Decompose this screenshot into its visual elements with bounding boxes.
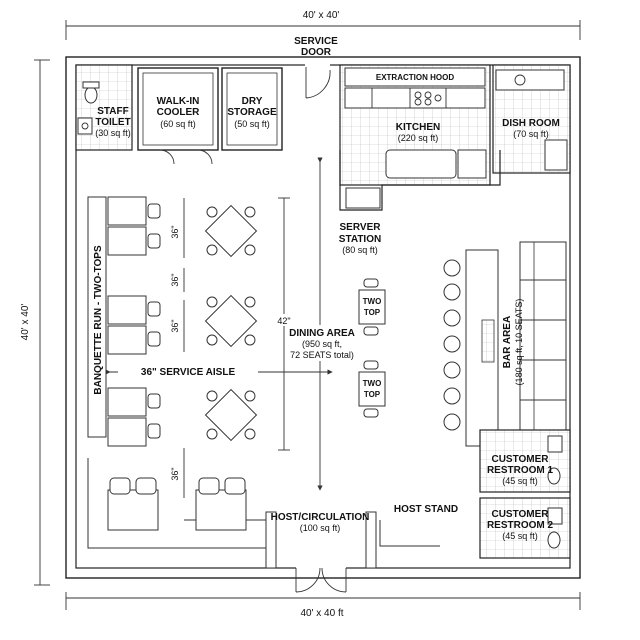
service-door: SERVICE DOOR [294, 36, 338, 99]
kitchen-name: KITCHEN [396, 122, 440, 133]
prep-counter [385, 149, 457, 179]
burner-icon [414, 91, 422, 99]
table-gap-dimensions: 36" 36" 36" 36" [170, 198, 185, 498]
cook-line [344, 87, 486, 109]
sink-icon [514, 74, 526, 86]
host-stand-label: HOST STAND [394, 504, 458, 515]
dimension-top: 40' x 40' [65, 8, 581, 40]
service-door-name1: SERVICE [294, 36, 338, 47]
dimension-top-label: 40' x 40' [303, 10, 340, 21]
dish-room: DISH ROOM (70 sq ft) [492, 64, 571, 174]
dining-area: DINING AREA (950 sq ft, 72 SEATS total) [288, 157, 356, 491]
server-station-name2: STATION [339, 234, 381, 245]
customer-restroom-2: CUSTOMER RESTROOM 2 (45 sq ft) [479, 497, 571, 559]
server-station-name1: SERVER [340, 222, 382, 233]
banquette-run: BANQUETTE RUN - TWO-TOPS [87, 196, 161, 447]
dry-storage: DRY STORAGE (50 sq ft) [197, 67, 283, 165]
dish-room-name: DISH ROOM [502, 118, 560, 129]
walk-in-cooler-area: (60 sq ft) [160, 119, 196, 129]
four-top-table-3 [204, 388, 258, 442]
service-aisle: 36" SERVICE AISLE [105, 365, 333, 378]
restroom-1-area: (45 sq ft) [502, 476, 538, 486]
two-top-table-1: TWO TOP [358, 278, 386, 336]
toilet-icon [84, 86, 98, 104]
dry-storage-name1: DRY [242, 96, 263, 107]
two-top-2-line2: TOP [364, 390, 381, 399]
banquette-chairs [147, 203, 161, 439]
extraction-hood [344, 67, 486, 87]
host-stand: HOST STAND [379, 504, 458, 547]
staff-toilet-name2: TOILET [95, 117, 130, 128]
restroom-2-name1: CUSTOMER [491, 509, 549, 520]
two-top-1-line1: TWO [363, 297, 382, 306]
bar-area: BAR AREA (180 sq ft, 10 SEATS) [443, 241, 567, 447]
gap-dim-4: 36" [170, 467, 180, 480]
toilet-icon [547, 467, 561, 485]
walk-in-cooler-name1: WALK-IN [157, 96, 200, 107]
bar-area-area: (180 sq ft, 10 SEATS) [514, 299, 524, 386]
two-top-2-line1: TWO [363, 379, 382, 388]
kitchen-area: (220 sq ft) [398, 133, 439, 143]
server-counter [345, 187, 381, 209]
sink-icon [547, 507, 563, 525]
dimension-left-label: 40' x 40' [20, 304, 31, 341]
chair [109, 477, 131, 495]
storage-door [197, 149, 213, 165]
restroom-2-name2: RESTROOM 2 [487, 520, 554, 531]
dry-storage-name2: STORAGE [227, 107, 277, 118]
dining-area-area2: 72 SEATS total) [290, 350, 354, 360]
toilet-icon [547, 531, 561, 549]
service-aisle-label: 36" SERVICE AISLE [141, 367, 236, 378]
restroom-1-name2: RESTROOM 1 [487, 465, 554, 476]
sink-icon [547, 435, 563, 453]
dining-area-name: DINING AREA [289, 328, 355, 339]
dimension-bottom-label: 40' x 40 ft [300, 608, 343, 619]
staff-toilet-name1: STAFF [97, 106, 128, 117]
two-top-1-line2: TOP [364, 308, 381, 317]
host-circulation-name: HOST/CIRCULATION [271, 512, 370, 523]
walk-in-cooler: WALK-IN COOLER (60 sq ft) [137, 67, 219, 165]
gap-dim-3: 36" [170, 319, 180, 332]
extraction-hood-label: EXTRACTION HOOD [376, 73, 454, 82]
dish-room-area: (70 sq ft) [513, 129, 549, 139]
kitchen: EXTRACTION HOOD KITCHEN (220 sq ft) [339, 64, 491, 186]
dish-machine [495, 69, 565, 91]
sink-icon [77, 117, 93, 135]
gap-dim-2: 36" [170, 273, 180, 286]
four-top-table-1 [204, 204, 258, 258]
banquette-label: BANQUETTE RUN - TWO-TOPS [93, 245, 104, 395]
staff-toilet-area: (30 sq ft) [95, 128, 131, 138]
dry-storage-area: (50 sq ft) [234, 119, 270, 129]
walk-in-cooler-name2: COOLER [157, 107, 201, 118]
server-station: SERVER STATION (80 sq ft) [339, 150, 501, 255]
back-bar [519, 241, 567, 441]
customer-restroom-1: CUSTOMER RESTROOM 1 (45 sq ft) [479, 429, 571, 493]
entry-doors [295, 566, 347, 593]
gap-dim-1: 36" [170, 225, 180, 238]
service-door-name2: DOOR [301, 47, 332, 58]
restroom-1-name1: CUSTOMER [491, 454, 549, 465]
dimension-bottom: 40' x 40 ft [65, 592, 581, 619]
front-banquette [87, 458, 267, 549]
bar-stools [443, 259, 461, 431]
table-height-label: 42" [277, 316, 290, 326]
staff-toilet: STAFF TOILET (30 sq ft) [75, 64, 133, 151]
host-circulation: HOST/CIRCULATION (100 sq ft) [265, 511, 377, 569]
banquette-seats [107, 196, 147, 447]
four-top-table-2 [204, 294, 258, 348]
two-top-table-2: TWO TOP [358, 360, 386, 418]
restroom-2-area: (45 sq ft) [502, 531, 538, 541]
dining-area-area1: (950 sq ft, [302, 339, 342, 349]
table-height-dimension: 42" [272, 197, 296, 451]
server-station-area: (80 sq ft) [342, 245, 378, 255]
cooler-door [159, 149, 175, 165]
dimension-left: 40' x 40' [20, 59, 50, 586]
host-circulation-area: (100 sq ft) [300, 523, 341, 533]
bar-area-name: BAR AREA [502, 316, 513, 368]
